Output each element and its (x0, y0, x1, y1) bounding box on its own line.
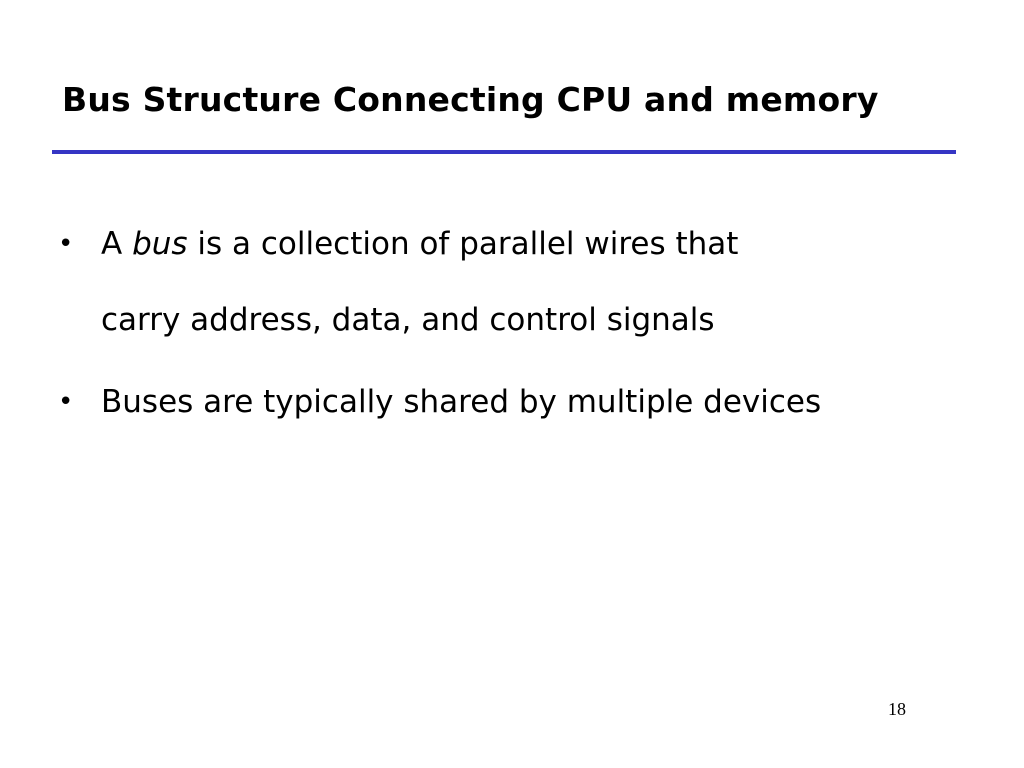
bullet-line: carry address, data, and control signals (101, 302, 715, 338)
bullet-dot: • (58, 229, 74, 259)
bullet-line: A bus is a collection of parallel wires … (101, 206, 988, 282)
bullet-item: • Buses are typically shared by multiple… (58, 364, 988, 440)
title-underline (52, 150, 956, 154)
bullet-emphasis: bus (132, 226, 188, 262)
bullet-list: • A bus is a collection of parallel wire… (58, 206, 988, 446)
bullet-dot: • (58, 387, 74, 417)
bullet-text: A (101, 226, 133, 262)
slide-title: Bus Structure Connecting CPU and memory (62, 80, 879, 119)
bullet-line: Buses are typically shared by multiple d… (101, 384, 822, 420)
page-number: 18 (888, 699, 906, 719)
bullet-text: is a collection of parallel wires that (187, 226, 739, 262)
bullet-item: • A bus is a collection of parallel wire… (58, 206, 988, 358)
